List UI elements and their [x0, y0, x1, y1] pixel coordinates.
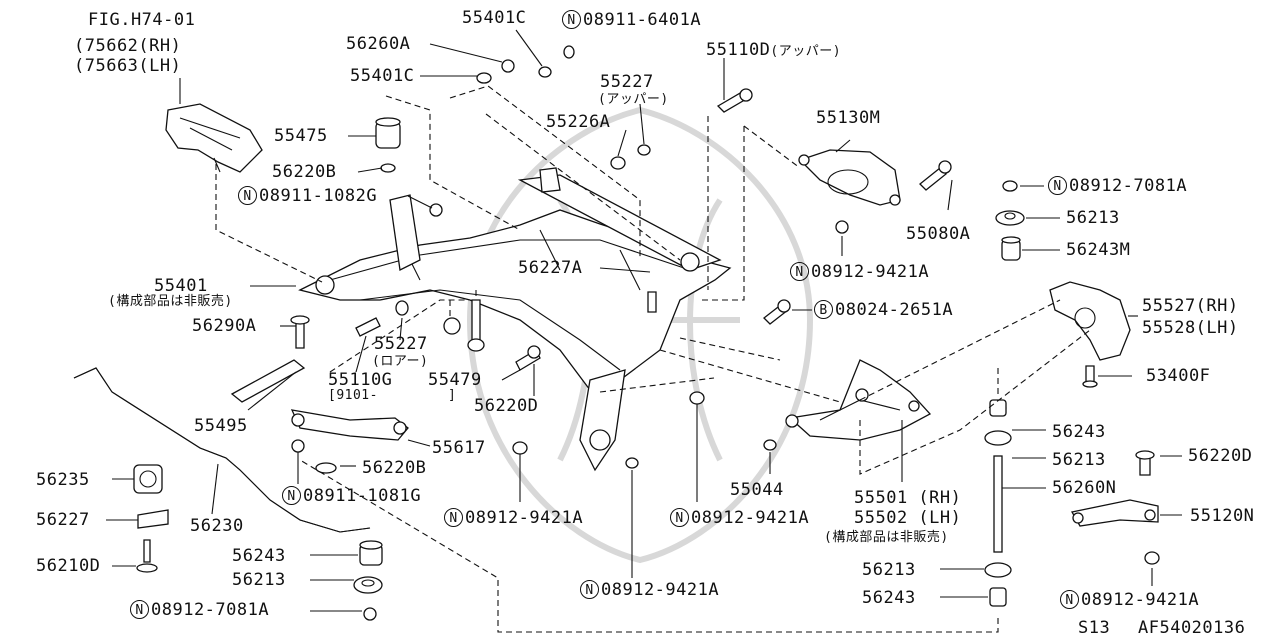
callout-56260N[interactable]: 56260N — [1052, 478, 1117, 498]
callout-56230[interactable]: 56230 — [190, 516, 244, 536]
callout-56243M[interactable]: 56243M — [1066, 240, 1131, 260]
callout-55401C-mid[interactable]: 55401C — [350, 66, 415, 86]
nut-symbol-icon: N — [130, 600, 149, 619]
callout-56260A[interactable]: 56260A — [346, 34, 411, 54]
callout-56220D-right[interactable]: 56220D — [1188, 446, 1253, 466]
nut-symbol-icon: N — [1060, 590, 1079, 609]
upper-arm-55130M — [798, 149, 952, 234]
note-lower: (ロアー) — [372, 354, 429, 369]
callout-55617[interactable]: 55617 — [432, 438, 486, 458]
note-not-sold-left: (構成部品は非販売) — [108, 294, 233, 309]
callout-56227[interactable]: 56227 — [36, 510, 90, 530]
bolt-symbol-icon: B — [814, 300, 833, 319]
callout-56235[interactable]: 56235 — [36, 470, 90, 490]
callout-56243-left[interactable]: 56243 — [232, 546, 286, 566]
plate-55495 — [230, 315, 310, 403]
callout-56220D-mid[interactable]: 56220D — [474, 396, 539, 416]
top-fasteners — [429, 45, 753, 217]
nut-symbol-icon: N — [282, 486, 301, 505]
rod-56260N — [984, 399, 1012, 607]
nut-symbol-icon: N — [444, 508, 463, 527]
callout-55502[interactable]: 55502 (LH) — [854, 508, 962, 528]
callout-56243-right3[interactable]: 56243 — [862, 588, 916, 608]
note-upper: (アッパー) — [598, 92, 669, 107]
nut-symbol-icon: N — [790, 262, 809, 281]
callout-55227-lower[interactable]: 55227 — [374, 334, 428, 354]
callout-55528[interactable]: 55528(LH) — [1142, 318, 1239, 338]
link-55120N — [1070, 450, 1160, 565]
center-fasteners — [355, 291, 791, 469]
nut-symbol-icon: N — [238, 186, 257, 205]
callout-55080A[interactable]: 55080A — [906, 224, 971, 244]
right-bushings — [995, 180, 1025, 261]
callout-55044[interactable]: 55044 — [730, 480, 784, 500]
nut-symbol-icon: N — [562, 10, 581, 29]
callout-55227-upper[interactable]: 55227 — [600, 72, 654, 92]
bracket-part — [165, 103, 263, 173]
callout-55120N[interactable]: 55120N — [1190, 506, 1255, 526]
callout-53400F[interactable]: 53400F — [1146, 366, 1211, 386]
lower-arm-55501 — [763, 359, 932, 451]
callout-56243-right2[interactable]: 56243 — [1052, 422, 1106, 442]
footer-code: AF54020136 — [1138, 618, 1246, 638]
nut-symbol-icon: N — [580, 580, 599, 599]
callout-56213-left[interactable]: 56213 — [232, 570, 286, 590]
knuckle-55527 — [1049, 281, 1131, 388]
footer-model: S13 — [1078, 618, 1111, 638]
callout-55501[interactable]: 55501 (RH) — [854, 488, 962, 508]
note-not-sold-right: (構成部品は非販売) — [824, 530, 949, 545]
callout-56220B-lower[interactable]: 56220B — [362, 458, 427, 478]
callout-55226A[interactable]: 55226A — [546, 112, 611, 132]
crossmember-part — [298, 167, 732, 472]
figure-ref-code: FIG.H74-01 — [88, 10, 196, 30]
figure-ref-lh: (75663(LH) — [74, 56, 182, 76]
nut-symbol-icon: N — [1048, 176, 1067, 195]
callout-55401[interactable]: 55401 — [154, 276, 208, 296]
figure-ref-rh: (75662(RH) — [74, 36, 182, 56]
callout-55479[interactable]: 55479 — [428, 370, 482, 390]
left-bushings — [353, 540, 383, 621]
note-date-range: [9101- — [328, 388, 378, 403]
callout-56213-right2[interactable]: 56213 — [1052, 450, 1106, 470]
callout-56213-right1[interactable]: 56213 — [1066, 208, 1120, 228]
callout-55130M[interactable]: 55130M — [816, 108, 881, 128]
callout-56220B-top[interactable]: 56220B — [272, 162, 337, 182]
note-date-end: ] — [448, 388, 457, 403]
nut-symbol-icon: N — [670, 508, 689, 527]
callout-55110G[interactable]: 55110G — [328, 370, 393, 390]
callout-56213-right3[interactable]: 56213 — [862, 560, 916, 580]
bushing-55475 — [375, 117, 401, 173]
leader-lines — [106, 29, 1182, 612]
callout-55495[interactable]: 55495 — [194, 416, 248, 436]
callout-55527[interactable]: 55527(RH) — [1142, 296, 1239, 316]
callout-55401C-top[interactable]: 55401C — [462, 8, 527, 28]
dashed-lines — [215, 85, 1091, 633]
link-55617 — [290, 409, 409, 474]
callout-56210D[interactable]: 56210D — [36, 556, 101, 576]
callout-55110D[interactable]: 55110D(アッパー) — [706, 40, 842, 60]
callout-55475[interactable]: 55475 — [274, 126, 328, 146]
stabilizer-bar-56230 — [73, 367, 371, 573]
callout-56290A[interactable]: 56290A — [192, 316, 257, 336]
callout-56227A[interactable]: 56227A — [518, 258, 583, 278]
